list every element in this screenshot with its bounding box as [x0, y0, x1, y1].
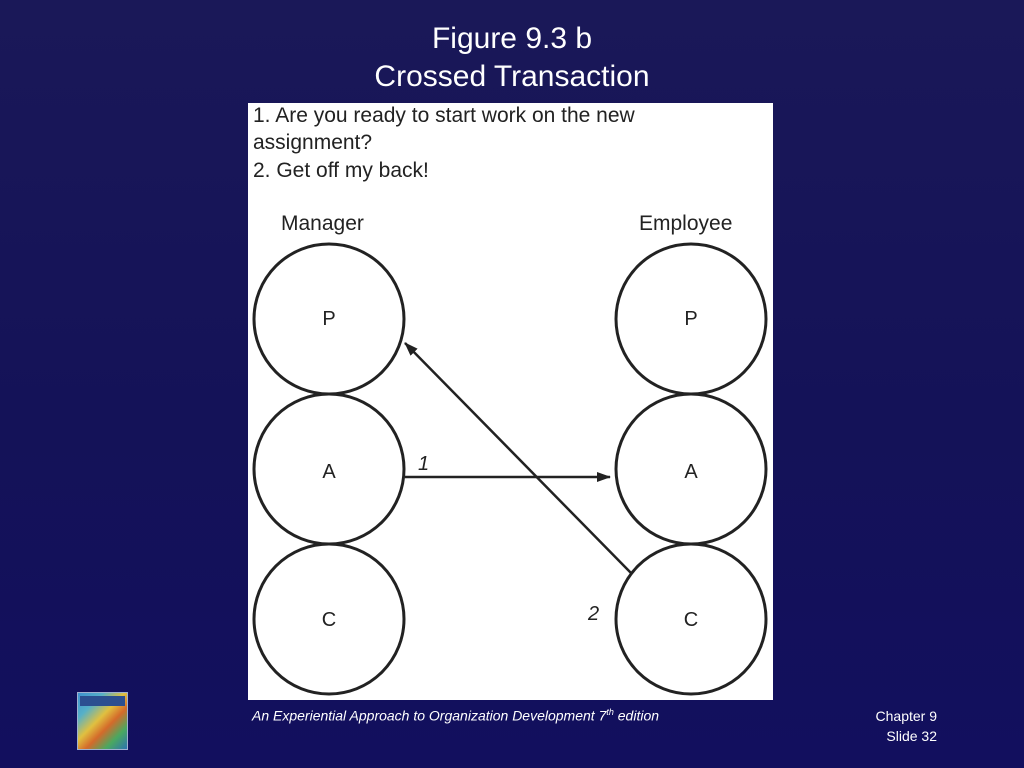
- chapter-label: Chapter 9: [875, 708, 937, 724]
- employee-label: Employee: [639, 212, 732, 235]
- manager-parent-letter: P: [322, 308, 335, 330]
- book-cover-band: [80, 696, 125, 706]
- manager-child-circle: [252, 542, 406, 696]
- employee-adult-letter: A: [684, 461, 698, 483]
- dialogue-line-3: 2. Get off my back!: [253, 159, 429, 182]
- book-title-sup: th: [606, 707, 614, 717]
- employee-parent-letter: P: [684, 308, 697, 330]
- figure-panel: 1. Are you ready to start work on the ne…: [248, 103, 773, 700]
- book-title-suffix: edition: [613, 707, 660, 724]
- book-title: An Experiential Approach to Organization…: [252, 707, 659, 724]
- employee-child-circle: [614, 542, 768, 696]
- employee-child-letter: C: [684, 609, 698, 631]
- slide-number: Slide 32: [886, 728, 937, 744]
- dialogue-line-1: 1. Are you ready to start work on the ne…: [253, 104, 636, 127]
- title-line-1: Figure 9.3 b: [431, 22, 593, 55]
- manager-child-letter: C: [322, 609, 336, 631]
- slide-info: Chapter 9 Slide 32: [876, 706, 937, 746]
- manager-adult-letter: A: [322, 461, 336, 483]
- book-cover-thumbnail: [77, 692, 128, 750]
- book-title-prefix: An Experiential Approach to Organization…: [252, 707, 607, 724]
- manager-label: Manager: [281, 212, 364, 235]
- transaction-1-label: 1: [418, 453, 429, 475]
- transaction-2-label: 2: [587, 603, 599, 625]
- slide-title: Figure 9.3 b Crossed Transaction: [0, 20, 1024, 96]
- transaction-diagram: 1. Are you ready to start work on the ne…: [252, 104, 768, 696]
- title-line-2: Crossed Transaction: [374, 60, 650, 93]
- dialogue-line-2: assignment?: [253, 131, 372, 154]
- transaction-2-arrow: [404, 342, 632, 574]
